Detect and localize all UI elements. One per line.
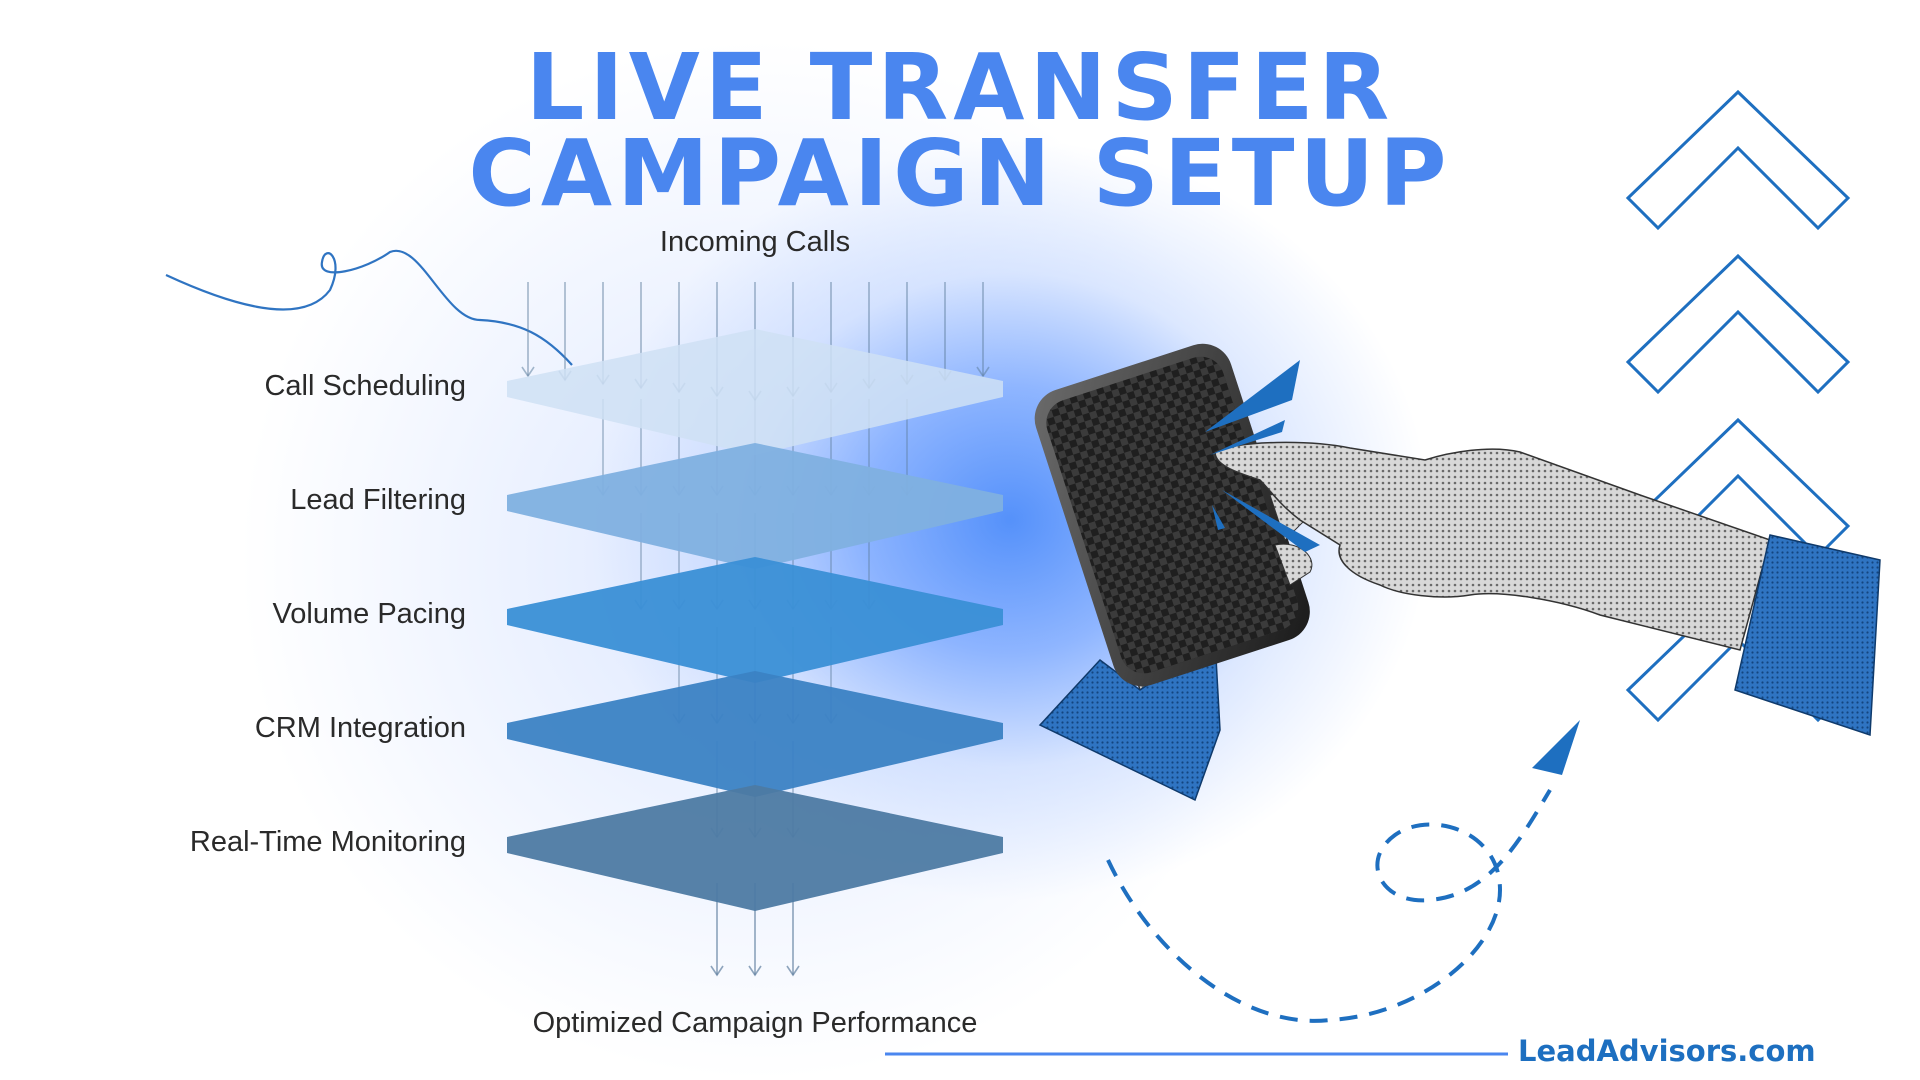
layer-label-crm-integration: CRM Integration xyxy=(254,712,466,744)
flow-arrow-head xyxy=(710,965,724,977)
brand-link[interactable]: LeadAdvisors.com xyxy=(1518,1034,1816,1068)
layer-label-lead-filtering: Lead Filtering xyxy=(290,484,466,516)
input-label: Incoming Calls xyxy=(659,226,851,258)
tap-burst-icon xyxy=(1205,360,1320,552)
smartphone-icon xyxy=(1034,343,1310,687)
flow-arrow-head xyxy=(521,366,535,378)
layer-stack xyxy=(507,329,1003,911)
flow-arrow-head xyxy=(976,366,990,378)
flow-arrow-head xyxy=(748,965,762,977)
layer-label-real-time-monitoring: Real-Time Monitoring xyxy=(189,826,466,858)
layer-label-call-scheduling: Call Scheduling xyxy=(264,370,466,402)
flow-arrow-head xyxy=(786,965,800,977)
layer-sheet xyxy=(507,443,1003,569)
pointing-hand-icon xyxy=(1214,441,1881,737)
page-title-line-2: CAMPAIGN SETUP xyxy=(468,120,1452,227)
output-label: Optimized Campaign Performance xyxy=(532,1007,978,1039)
dashed-arrow-icon xyxy=(1106,720,1580,1023)
layer-label-volume-pacing: Volume Pacing xyxy=(272,598,466,630)
squiggle-line-icon xyxy=(165,249,573,366)
layer-sheet xyxy=(507,671,1003,797)
layer-sheet xyxy=(507,557,1003,683)
layer-sheet xyxy=(507,329,1003,455)
layer-sheet xyxy=(507,785,1003,911)
page-title-line-1: LIVE TRANSFER xyxy=(525,34,1395,141)
